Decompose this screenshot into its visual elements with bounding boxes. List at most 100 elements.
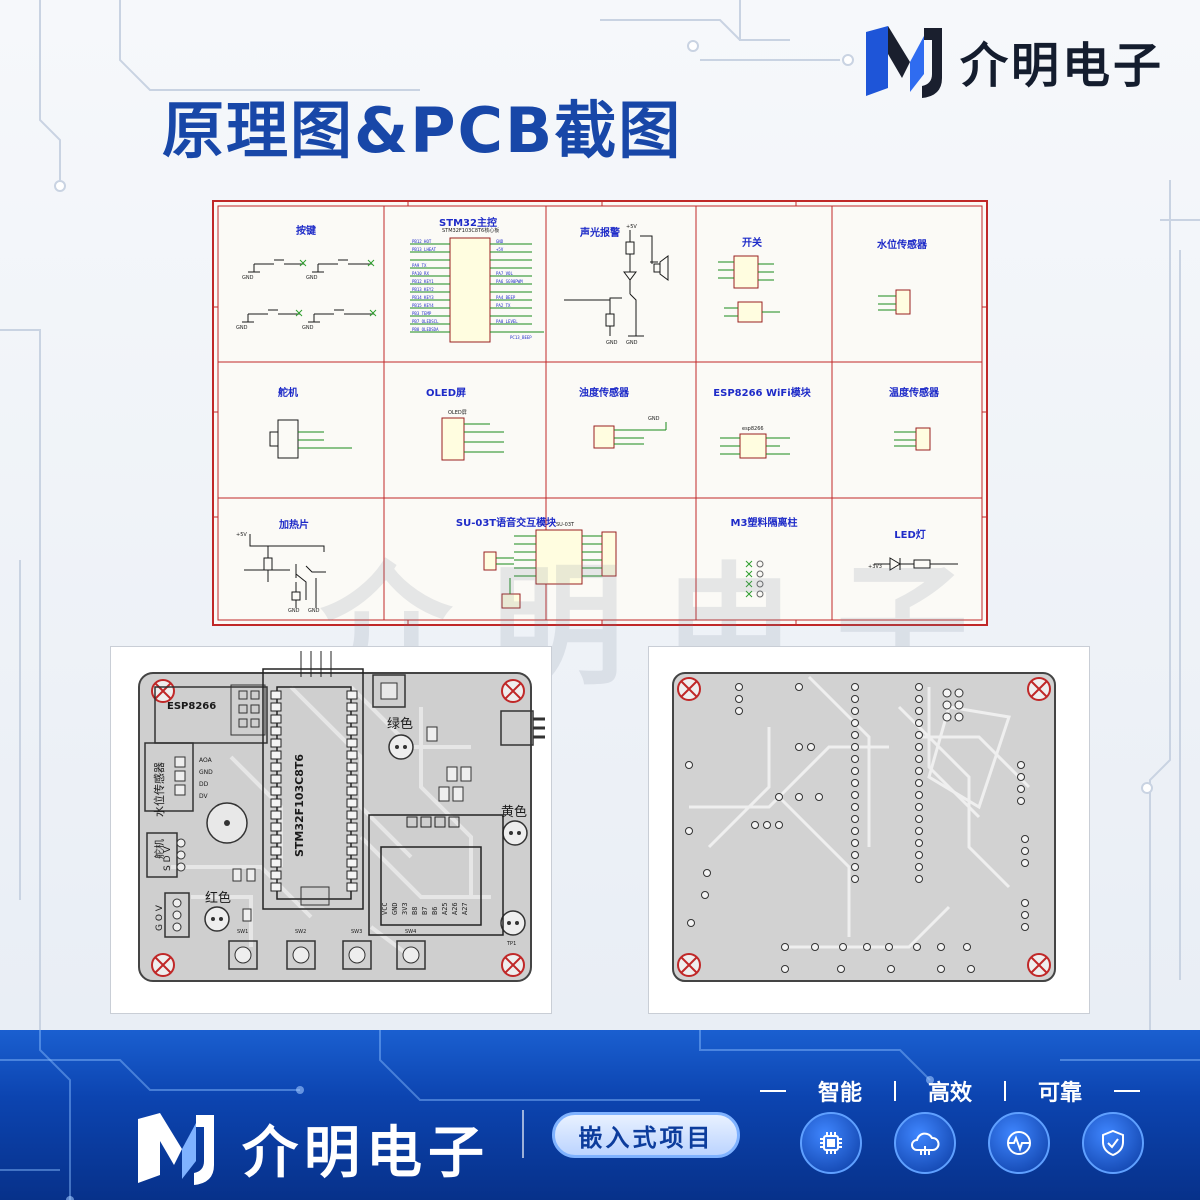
schematic-title-temperature: 温度传感器 [889,388,939,399]
svg-text:PA0_LEVEL: PA0_LEVEL [496,319,518,324]
pcb-label-sw2: SW2 [295,929,307,935]
svg-text:PC13_BEEP: PC13_BEEP [510,335,532,340]
brand-header: 介明电子 [862,22,1182,100]
svg-text:PA9_TX: PA9_TX [412,263,427,268]
slogan-separator [893,1081,896,1101]
pcb-label-green: 绿色 [387,717,414,732]
pcb-label-aoa: AOA [199,757,212,764]
schematic-title-servo: 舵机 [278,388,298,399]
svg-text:OLED屏: OLED屏 [448,410,467,416]
page-title: 原理图&PCB截图 [162,94,683,167]
brand-name: 介明电子 [960,38,1165,94]
svg-text:GND: GND [391,902,399,915]
schematic-title-switch: 开关 [742,238,762,249]
pcb-label-dd: DD [199,781,209,788]
svg-text:3V3: 3V3 [401,902,409,915]
schematic-title-heater: 加热片 [279,520,309,531]
pcb-label-sw3: SW3 [351,929,363,935]
pcb-label-mcu: STM32F103C8T6 [293,753,306,857]
schematic-title-mcu: STM32主控 [439,218,497,229]
schematic-title-voice: SU-03T语音交互模块 [455,518,557,529]
svg-text:GND: GND [648,416,660,422]
slogan-dash-left [760,1090,786,1092]
pcb-bottom-drawing [672,672,1056,982]
pcb-bottom-layer [648,646,1090,1014]
schematic-drawing: PB12_HOT PB13_LHEAT PA9_TX PA10_RX PB12_KEY… [214,202,986,624]
pcb-top-layer: VCC GND 3V3 B8 B7 B6 A25 A26 A27 ESP8266… [110,646,552,1014]
slogan-dash-right [1113,1090,1140,1092]
footer-tag-badge: 嵌入式项目 [552,1112,740,1158]
pcb-label-sw1: SW1 [237,929,249,935]
schematic-sheet: PB12_HOT PB13_LHEAT PA9_TX PA10_RX PB12_KEY… [212,200,988,626]
svg-text:GND: GND [606,340,618,346]
svg-text:PB12_HOT: PB12_HOT [412,239,432,244]
svg-text:GND: GND [306,275,318,281]
svg-text:A27: A27 [461,902,469,915]
svg-text:+5V: +5V [236,532,247,538]
svg-text:PB13_KEY2: PB13_KEY2 [412,287,434,292]
svg-text:+5V: +5V [496,247,504,252]
footer-brand-name: 介明电子 [242,1120,490,1186]
footer-slogan: 智能 高效 可靠 [760,1074,1140,1108]
footer-circuit-lines [0,1030,1200,1200]
schematic-title-led: LED灯 [894,530,926,541]
schematic-title-water-sensor: 水位传感器 [877,240,927,251]
chip-icon [800,1112,862,1174]
svg-text:B6: B6 [431,907,439,915]
svg-text:A26: A26 [451,902,459,915]
pcb-label-gnd: GND [199,769,213,776]
pcb-label-red: 红色 [205,891,232,906]
svg-text:PB12_KEY1: PB12_KEY1 [412,279,434,284]
svg-text:GND: GND [288,608,300,614]
schematic-title-alarm: 声光报警 [580,228,620,239]
pcb-label-water-sensor: 水位传感器 [153,762,166,817]
svg-text:PA10_RX: PA10_RX [412,271,429,276]
svg-text:PB15_KEY4: PB15_KEY4 [412,303,434,308]
schematic-title-esp8266: ESP8266 WiFi模块 [713,388,811,399]
footer-logo-icon [138,1113,214,1185]
svg-text:PB13_LHEAT: PB13_LHEAT [412,247,437,252]
schematic-title-keys: 按键 [296,226,316,237]
footer-icon-row [800,1112,1144,1174]
svg-text:PB14_KEY3: PB14_KEY3 [412,295,434,300]
svg-text:B7: B7 [421,907,429,915]
slogan-efficient: 高效 [927,1081,972,1106]
svg-text:PA4_BEEP: PA4_BEEP [496,295,516,300]
pcb-label-yellow: 黄色 [501,805,528,820]
svg-text:PB8_OLEDSDA: PB8_OLEDSDA [412,327,439,332]
svg-text:GND: GND [236,325,248,331]
brand-logo-icon [866,26,942,98]
svg-text:STM32F103C8T6核心板: STM32F103C8T6核心板 [442,227,499,234]
svg-text:+5V: +5V [626,224,637,230]
pcb-label-dv: DV [199,793,208,800]
svg-text:GND: GND [496,239,504,244]
svg-text:PA6_SG90PWM: PA6_SG90PWM [496,279,523,284]
schematic-title-standoff: M3塑料隔离柱 [730,518,798,529]
svg-text:PB7_OLEDSCL: PB7_OLEDSCL [412,319,439,324]
slogan-separator [1003,1081,1006,1101]
pcb-label-tp1: TP1 [507,941,517,947]
svg-text:B8: B8 [411,907,419,915]
svg-text:GND: GND [242,275,254,281]
slogan-reliable: 可靠 [1037,1081,1082,1106]
svg-text:VCC: VCC [381,902,389,915]
pcb-label-sdv: S D V [163,846,173,871]
footer-brand: 介明电子 [134,1098,490,1198]
svg-text:PA7_VOL: PA7_VOL [496,271,513,276]
pcb-label-sw4: SW4 [405,929,417,935]
pcb-label-gov-a: G O V [155,905,165,931]
svg-text:PB3_TEMP: PB3_TEMP [412,311,432,316]
svg-text:GND: GND [302,325,314,331]
svg-text:esp8266: esp8266 [742,426,764,432]
slogan-smart: 智能 [817,1081,862,1106]
svg-text:+3V3: +3V3 [868,564,882,570]
pcb-top-drawing: VCC GND 3V3 B8 B7 B6 A25 A26 A27 [138,651,545,982]
cloud-icon [894,1112,956,1174]
shield-check-icon [1082,1112,1144,1174]
svg-text:SU-03T: SU-03T [556,522,575,528]
svg-text:GND: GND [308,608,320,614]
pulse-icon [988,1112,1050,1174]
schematic-title-turbidity: 浊度传感器 [579,388,629,399]
svg-text:A25: A25 [441,902,449,915]
